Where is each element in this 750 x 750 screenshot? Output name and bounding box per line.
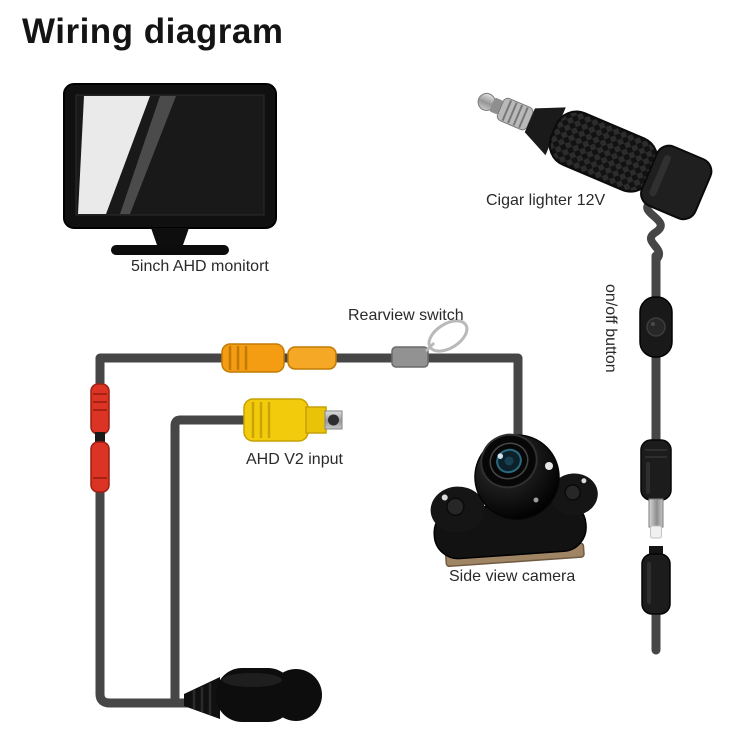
monitor-stand-neck xyxy=(151,228,189,245)
onoff-button xyxy=(646,317,666,337)
side-camera-label: Side view camera xyxy=(449,568,576,585)
monitor xyxy=(63,83,277,255)
camera-right-screw xyxy=(564,484,581,501)
camera-left-screw xyxy=(446,497,465,517)
yellow-rca-nose xyxy=(305,406,327,434)
plug-neck xyxy=(489,98,503,115)
yellow-rca-connector xyxy=(243,398,343,442)
onoff-button-label: on/off button xyxy=(602,284,619,373)
dc-male-barrel xyxy=(648,498,664,528)
camera-ball-lens xyxy=(474,433,560,520)
monitor-stand-base xyxy=(111,245,229,255)
red-power-coupler xyxy=(90,383,110,493)
camera-lens-face xyxy=(480,433,538,489)
dc-female-body xyxy=(641,553,671,615)
rearview-switch-label: Rearview switch xyxy=(348,307,464,324)
yellow-rca-tip-hole xyxy=(328,414,339,426)
rearview-switch xyxy=(391,319,469,368)
junction-end xyxy=(270,669,322,721)
monitor-label: 5inch AHD monitort xyxy=(131,258,269,275)
plug-cone xyxy=(524,107,566,156)
orange-coupler-right xyxy=(287,346,337,370)
monitor-screen-glare xyxy=(78,96,150,214)
rearview-switch-loop xyxy=(427,319,469,353)
cigar-lighter-label: Cigar lighter 12V xyxy=(486,192,606,209)
red-coupler-band xyxy=(95,432,105,444)
orange-coupler-left xyxy=(221,343,285,373)
wire-rca-feed xyxy=(170,415,257,703)
wire-coil xyxy=(643,198,665,264)
onoff-button-module xyxy=(639,296,673,358)
ahd-input-label: AHD V2 input xyxy=(246,451,343,468)
plug-head xyxy=(640,144,713,221)
cigar-lighter-plug xyxy=(477,92,713,221)
page-title: Wiring diagram xyxy=(22,12,284,51)
cable-junction xyxy=(184,668,322,722)
orange-rca-coupler xyxy=(221,343,337,373)
wire-harness xyxy=(95,198,665,708)
dc-male-white-tip xyxy=(650,525,662,539)
side-view-camera xyxy=(430,473,598,568)
dc-female-jack xyxy=(641,546,671,615)
camera-lens-pupil xyxy=(504,456,514,466)
dc-male-plug xyxy=(640,439,672,539)
red-coupler-lower xyxy=(90,441,110,493)
rearview-switch-sleeve xyxy=(391,346,429,368)
dc-female-collar xyxy=(649,546,663,556)
